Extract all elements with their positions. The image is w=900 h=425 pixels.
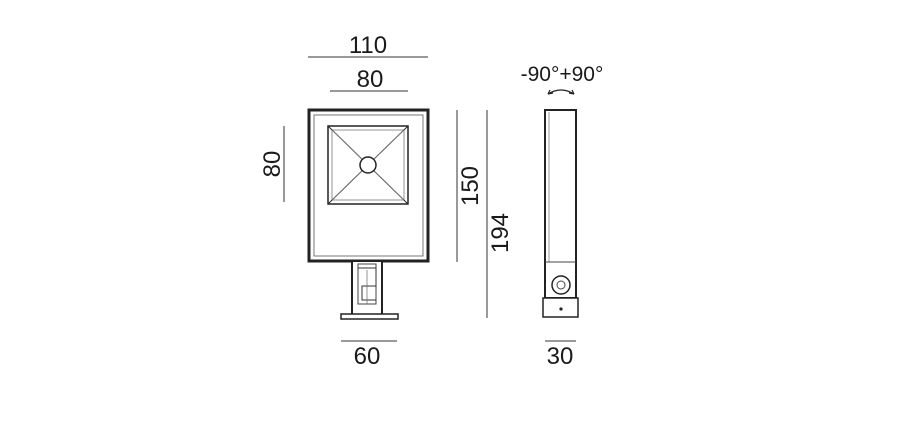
front-lens-square	[327, 125, 409, 205]
front-stem-clip	[358, 267, 377, 301]
side-base-screw	[559, 307, 563, 311]
rotation-arrow-head-left	[547, 89, 554, 95]
front-head-inner	[313, 114, 424, 257]
dim-label-194: 194	[487, 213, 514, 253]
dim-label-150: 150	[457, 166, 484, 206]
dim-label-80-vertical: 80	[259, 151, 286, 178]
side-view	[542, 89, 579, 318]
dim-label-110: 110	[349, 32, 387, 59]
dim-label-30: 30	[547, 343, 574, 370]
dim-label-80-horizontal: 80	[357, 66, 384, 93]
front-dimensions: 110 80 80 150 194 60	[259, 32, 514, 370]
front-view	[307, 108, 430, 320]
side-dimensions: -90°+90° 30	[521, 63, 604, 370]
side-pivot-inner	[556, 280, 566, 290]
front-lens-inner	[331, 129, 405, 201]
rotation-arrow-icon	[547, 89, 575, 95]
dim-label-rotation: -90°+90°	[521, 63, 604, 86]
rotation-arrow-head-right	[568, 89, 575, 95]
front-led-circle	[359, 156, 377, 174]
front-head-frame	[307, 108, 430, 263]
side-body	[544, 109, 577, 299]
dim-label-60: 60	[354, 343, 381, 370]
front-base-plate	[340, 313, 399, 320]
